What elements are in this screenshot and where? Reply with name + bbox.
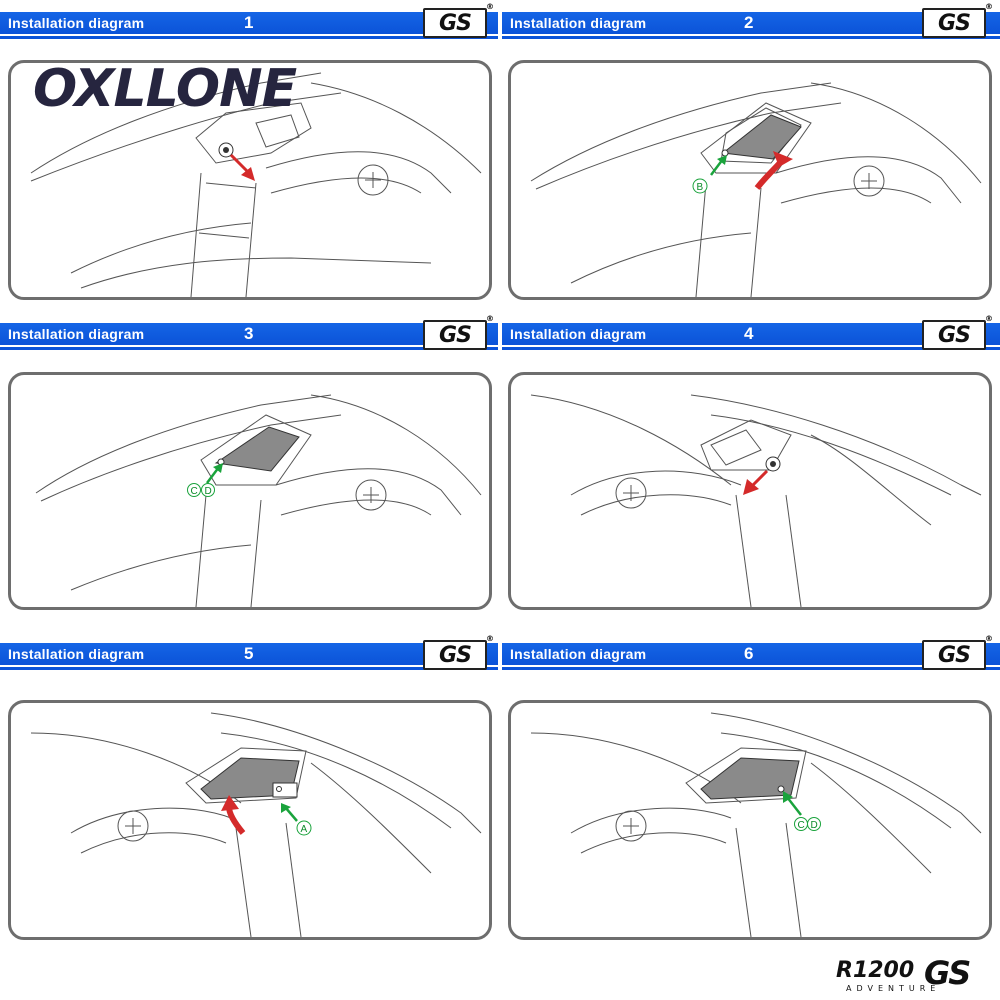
gs-badge: GS® bbox=[423, 634, 494, 670]
step-title: Installation diagram bbox=[8, 15, 145, 31]
step-number: 6 bbox=[744, 644, 754, 663]
step-title: Installation diagram bbox=[510, 646, 647, 662]
step-1-illustration bbox=[30, 72, 482, 297]
step-number: 5 bbox=[244, 644, 254, 663]
step-number: 2 bbox=[744, 13, 754, 32]
gs-badge: GS® bbox=[922, 634, 993, 670]
header-stripe bbox=[502, 36, 1000, 39]
callout-label-b: B bbox=[697, 182, 704, 193]
header-bar bbox=[502, 323, 1000, 345]
callout-label-c: C bbox=[798, 820, 805, 831]
gs-badge: GS® bbox=[922, 314, 993, 350]
step-title: Installation diagram bbox=[8, 326, 145, 342]
step-3-panel: C D bbox=[8, 372, 492, 610]
step-6-illustration: C D bbox=[530, 712, 982, 937]
header-bar bbox=[0, 323, 498, 345]
step-4-header: Installation diagram 4 bbox=[502, 321, 1000, 350]
step-number: 4 bbox=[744, 324, 754, 343]
header-bar bbox=[502, 12, 1000, 34]
header-bar bbox=[0, 643, 498, 665]
callout-label-a: A bbox=[301, 824, 308, 835]
step-1-header: Installation diagram 1 bbox=[0, 10, 498, 39]
step-3-header: Installation diagram 3 bbox=[0, 321, 498, 350]
edition-name: ADVENTURE bbox=[846, 984, 941, 993]
header-bar bbox=[0, 12, 498, 34]
step-6-panel: C D bbox=[508, 700, 992, 940]
step-5-illustration: A bbox=[30, 712, 482, 937]
step-5-panel: A bbox=[8, 700, 492, 940]
step-2-panel: B bbox=[508, 60, 992, 300]
model-logo: R1200 GS ADVENTURE bbox=[836, 954, 986, 998]
step-number: 3 bbox=[244, 324, 254, 343]
callout-label-d: D bbox=[205, 486, 212, 497]
step-title: Installation diagram bbox=[510, 15, 647, 31]
step-2-illustration: B bbox=[530, 82, 982, 297]
gs-badge: GS® bbox=[423, 2, 494, 38]
series-name: GS bbox=[924, 954, 971, 992]
callout-label-c: C bbox=[191, 486, 198, 497]
step-2-header: Installation diagram 2 bbox=[502, 10, 1000, 39]
gs-badge: GS® bbox=[922, 2, 993, 38]
step-title: Installation diagram bbox=[510, 326, 647, 342]
header-stripe bbox=[0, 667, 498, 670]
step-4-illustration bbox=[530, 394, 982, 607]
step-5-header: Installation diagram 5 bbox=[0, 641, 498, 670]
gs-badge: GS® bbox=[423, 314, 494, 350]
step-1-panel: OXLLONE bbox=[8, 60, 492, 300]
header-stripe bbox=[502, 347, 1000, 350]
brand-logo-text: OXLLONE bbox=[33, 60, 297, 119]
step-4-panel bbox=[508, 372, 992, 610]
callout-label-d: D bbox=[811, 820, 818, 831]
model-name: R1200 bbox=[836, 958, 915, 983]
header-bar bbox=[502, 643, 1000, 665]
step-title: Installation diagram bbox=[8, 646, 145, 662]
header-stripe bbox=[0, 36, 498, 39]
header-stripe bbox=[0, 347, 498, 350]
brand-logo: OXLLONE bbox=[25, 60, 335, 119]
step-3-illustration: C D bbox=[35, 394, 482, 607]
step-number: 1 bbox=[244, 13, 254, 32]
header-stripe bbox=[502, 667, 1000, 670]
step-6-header: Installation diagram 6 bbox=[502, 641, 1000, 670]
